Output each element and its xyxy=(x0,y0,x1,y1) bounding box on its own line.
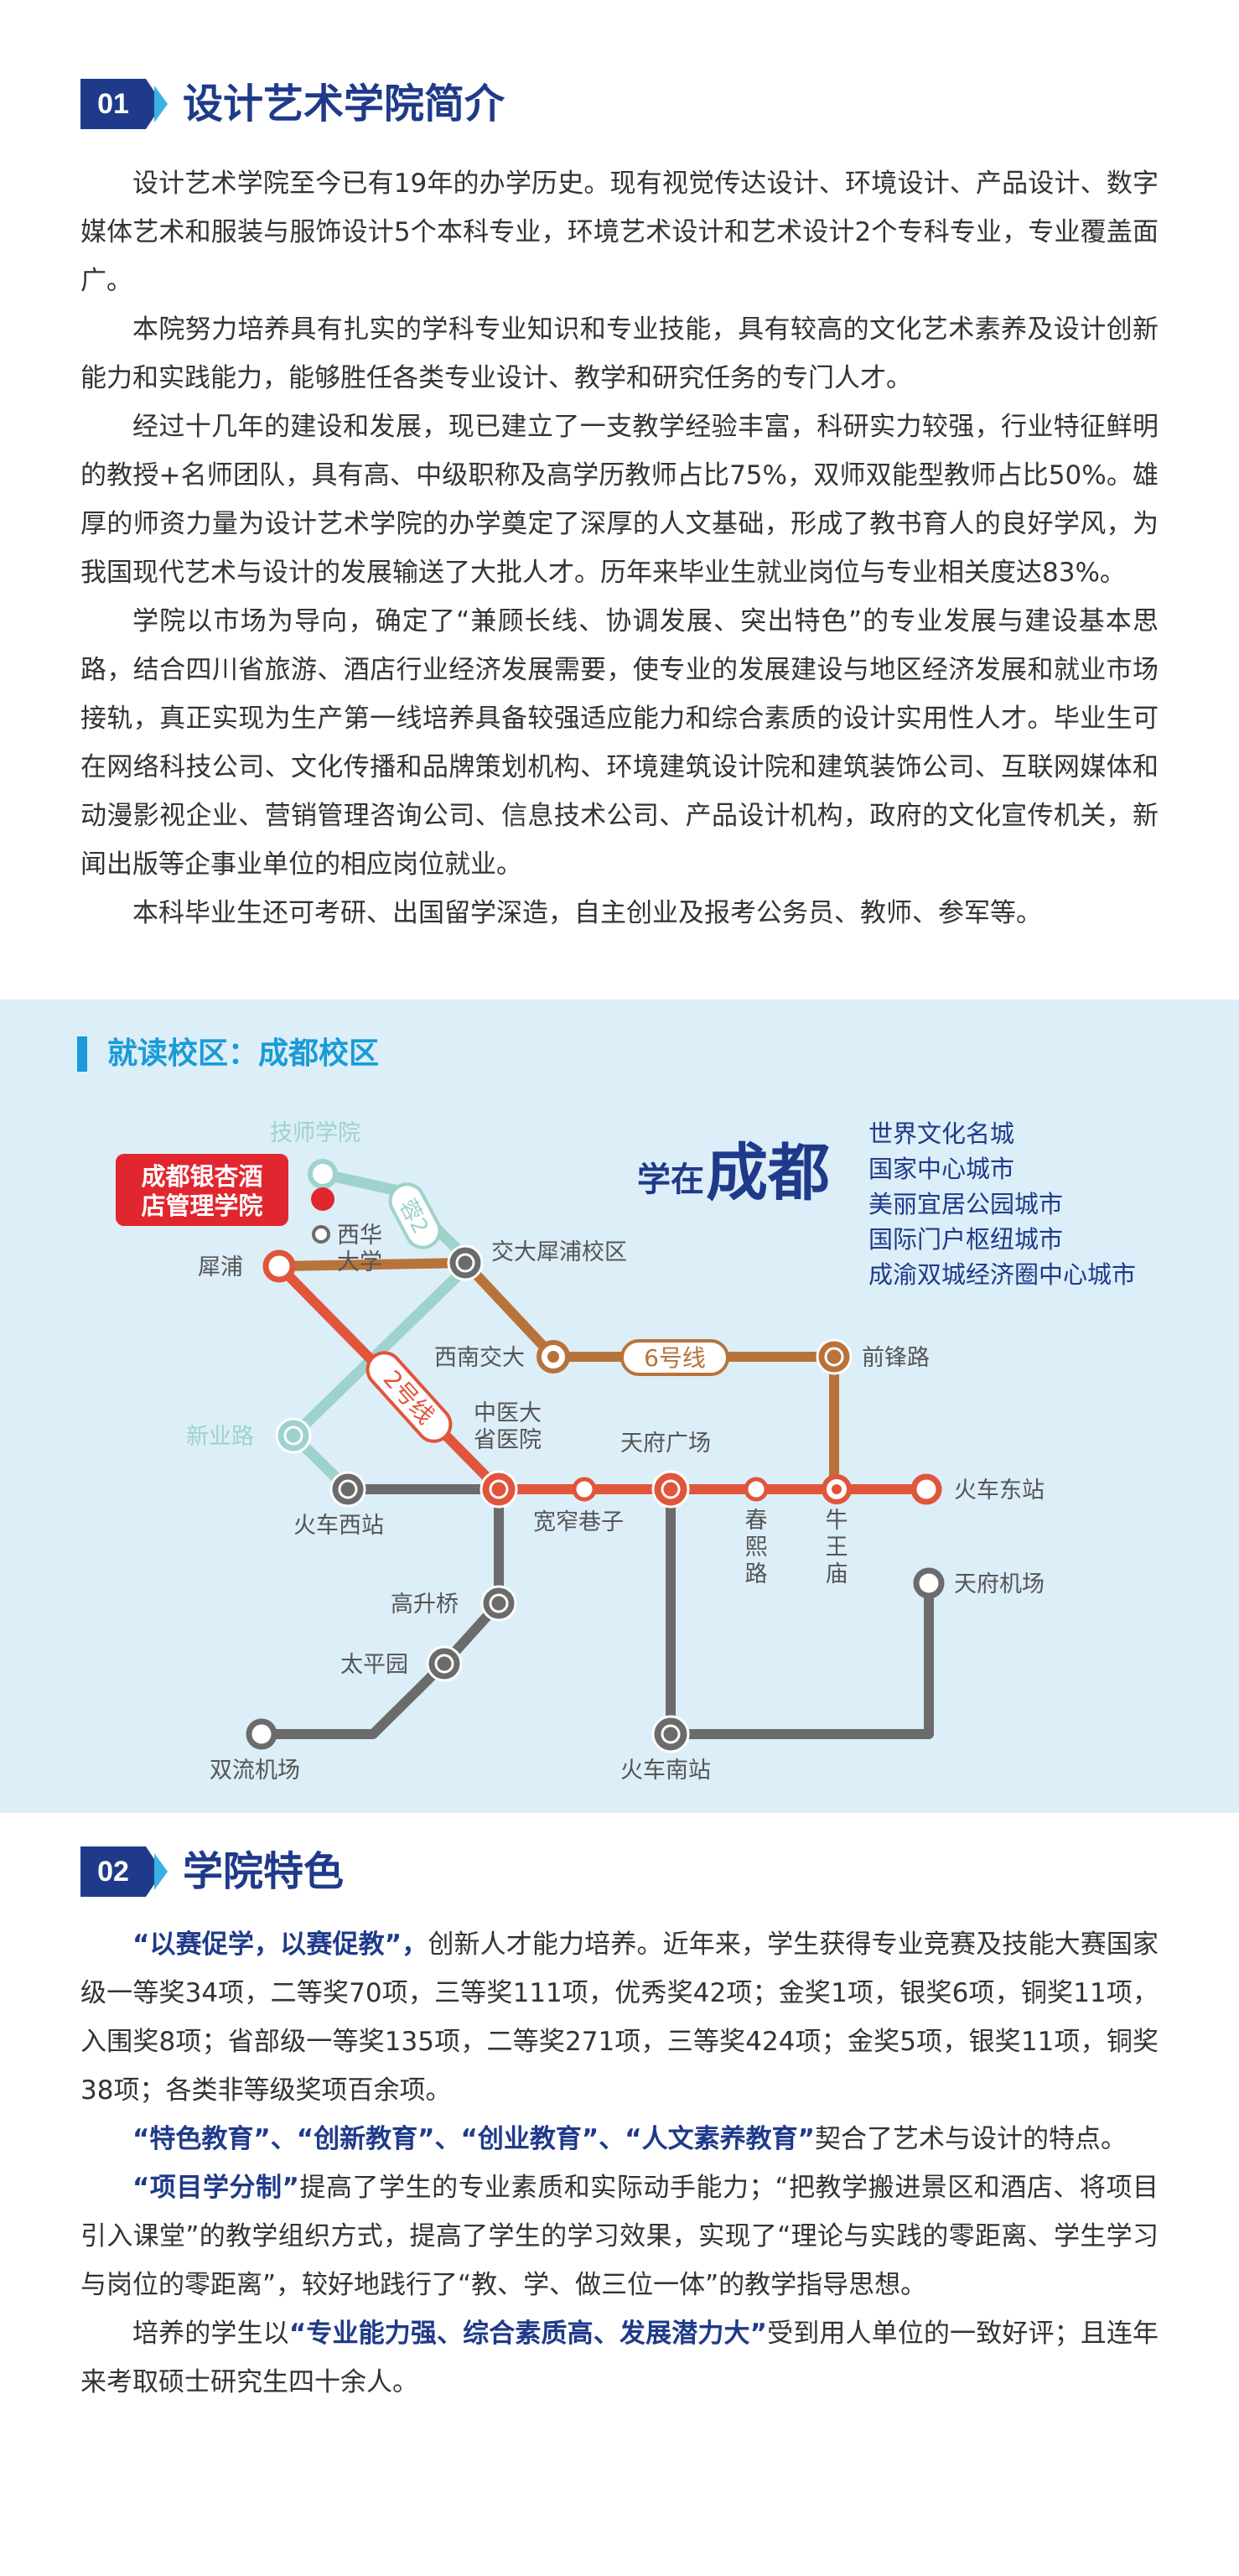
label-huochexi: 火车西站 xyxy=(293,1513,384,1539)
intro-body: 设计艺术学院至今已有19年的办学历史。现有视觉传达设计、环境设计、产品设计、数字… xyxy=(80,159,1159,937)
station-huochenan xyxy=(651,1715,690,1753)
station-chunxi xyxy=(744,1477,769,1502)
feature-highlight: “项目学分制” xyxy=(132,2173,299,2203)
intro-section: 01 设计艺术学院简介 设计艺术学院至今已有19年的办学历史。现有视觉传达设计、… xyxy=(0,0,1239,1000)
city-tag: 国际门户枢纽城市 xyxy=(868,1225,1063,1254)
station-taiping xyxy=(426,1645,463,1682)
feature-paragraph: 培养的学生以“专业能力强、综合素质高、发展潜力大”受到用人单位的一致好评；且连年… xyxy=(80,2309,1159,2407)
label-xinan: 西南交大 xyxy=(434,1345,525,1371)
feature-paragraph: “项目学分制”提高了学生的专业素质和实际动手能力；“把教学搬进景区和酒店、将项目… xyxy=(80,2163,1159,2309)
station-qianfeng xyxy=(816,1338,853,1375)
intro-paragraph: 本科毕业生还可考研、出国留学深造，自主创业及报考公务员、教师、参军等。 xyxy=(132,898,1042,928)
label-zhongyi-2: 省医院 xyxy=(474,1427,542,1453)
features-section: 02 学院特色 “以赛促学，以赛促教”，创新人才能力培养。近年来，学生获得专业竞… xyxy=(0,1813,1239,2576)
station-niuwang xyxy=(822,1474,852,1504)
city-tag: 世界文化名城 xyxy=(868,1119,1014,1148)
campus-title-bar xyxy=(77,1036,87,1072)
station-shuangliu xyxy=(246,1718,277,1750)
feature-text: 培养的学生以 xyxy=(132,2319,289,2349)
label-zhongyi-1: 中医大 xyxy=(474,1400,542,1426)
label-kuanzhai: 宽窄巷子 xyxy=(533,1509,624,1535)
station-xinye xyxy=(275,1417,312,1454)
feature-highlight: “特色教育”、“创新教育”、“创业教育”、“人文素养教育” xyxy=(132,2124,815,2154)
label-niuwang-2: 王 xyxy=(826,1535,848,1561)
intro-paragraph: 学院以市场为导向，确定了“兼顾长线、协调发展、突出特色”的专业发展与建设基本思路… xyxy=(80,606,1159,880)
station-jishi xyxy=(308,1159,338,1189)
feature-text: 受到用人单位的一致好评；且连年来考取硕士研究生四十余人。 xyxy=(80,2319,1159,2397)
campus-section: 蓉2 6号线 2号线 xyxy=(0,1000,1239,1813)
section-title: 学院特色 xyxy=(183,1848,345,1895)
features-body: “以赛促学，以赛促教”，创新人才能力培养。近年来，学生获得专业竞赛及技能大赛国家… xyxy=(80,1920,1159,2407)
line-tag-6-text: 6号线 xyxy=(644,1344,706,1372)
station-kuanzhai xyxy=(572,1477,597,1502)
section-number-badge: 02 xyxy=(80,1846,146,1897)
station-jiaoda xyxy=(447,1244,484,1281)
label-xihua-1: 西华 xyxy=(337,1223,382,1249)
feature-highlight: “以赛促学，以赛促教”， xyxy=(132,1929,428,1960)
metro-line-gray-1 xyxy=(262,1484,504,1739)
section-number-badge: 01 xyxy=(80,79,146,129)
feature-highlight: “专业能力强、综合素质高、发展潜力大” xyxy=(288,2319,767,2349)
label-tianfujichang: 天府机场 xyxy=(954,1571,1045,1597)
station-gaosheng xyxy=(480,1585,517,1622)
label-chunxi-1: 春 xyxy=(745,1508,768,1534)
campus-title-text: 就读校区：成都校区 xyxy=(107,1036,380,1071)
school-marker xyxy=(311,1187,334,1211)
station-zhongyi xyxy=(480,1470,518,1509)
label-niuwang-1: 牛 xyxy=(826,1508,848,1534)
station-tianfujichang xyxy=(913,1567,945,1599)
slogan-prefix: 学在 xyxy=(637,1161,704,1199)
label-huochedong: 火车东站 xyxy=(954,1478,1045,1504)
label-jishi: 技师学院 xyxy=(270,1120,360,1146)
label-tianfu: 天府广场 xyxy=(620,1431,711,1457)
intro-paragraph: 经过十几年的建设和发展，现已建立了一支教学经验丰富，科研实力较强，行业特征鲜明的… xyxy=(80,412,1159,588)
metro-line-teal xyxy=(288,1168,477,1493)
feature-paragraph: “特色教育”、“创新教育”、“创业教育”、“人文素养教育”契合了艺术与设计的特点… xyxy=(80,2115,1159,2163)
school-label-line2: 店管理学院 xyxy=(141,1192,262,1220)
label-xinye: 新业路 xyxy=(186,1424,254,1450)
label-qianfeng: 前锋路 xyxy=(862,1345,930,1371)
station-tianfu xyxy=(651,1470,690,1509)
label-niuwang-3: 庙 xyxy=(826,1561,848,1587)
label-gaosheng: 高升桥 xyxy=(391,1592,459,1618)
city-tag: 国家中心城市 xyxy=(868,1155,1014,1183)
station-xinan xyxy=(537,1340,570,1374)
label-shuangliu: 双流机场 xyxy=(210,1758,300,1784)
city-tag: 成渝双城经济圈中心城市 xyxy=(868,1260,1136,1289)
city-tag: 美丽宜居公园城市 xyxy=(868,1190,1063,1218)
label-xihua-2: 大学 xyxy=(337,1249,382,1275)
badge-arrow-accent-icon xyxy=(154,1853,168,1890)
line-tag-6: 6号线 xyxy=(620,1339,729,1376)
label-chunxi-2: 熙 xyxy=(745,1535,768,1561)
feature-paragraph: “以赛促学，以赛促教”，创新人才能力培养。近年来，学生获得专业竞赛及技能大赛国家… xyxy=(80,1920,1159,2115)
slogan-city: 成都 xyxy=(706,1137,830,1209)
station-xihua xyxy=(312,1225,330,1244)
intro-paragraph: 本院努力培养具有扎实的学科专业知识和专业技能，具有较高的文化艺术素养及设计创新能… xyxy=(80,314,1159,393)
school-label-box xyxy=(116,1154,288,1226)
intro-paragraph: 设计艺术学院至今已有19年的办学历史。现有视觉传达设计、环境设计、产品设计、数字… xyxy=(80,169,1159,296)
label-jiaoda: 交大犀浦校区 xyxy=(491,1239,627,1265)
label-taiping: 太平园 xyxy=(340,1652,408,1678)
station-huochedong xyxy=(910,1473,942,1505)
station-xipu xyxy=(262,1249,296,1283)
metro-line-gray-2 xyxy=(666,1489,934,1739)
feature-text: 创新人才能力培养。近年来，学生获得专业竞赛及技能大赛国家级一等奖34项，二等奖7… xyxy=(80,1929,1159,2106)
feature-text: 提高了学生的专业素质和实际动手能力；“把教学搬进景区和酒店、将项目引入课堂”的教… xyxy=(80,2173,1159,2300)
badge-arrow-accent-icon xyxy=(154,86,168,122)
station-huochexi xyxy=(329,1471,366,1508)
feature-text: 契合了艺术与设计的特点。 xyxy=(815,2124,1127,2154)
school-label-line1: 成都银杏酒 xyxy=(141,1162,262,1191)
section-title: 设计艺术学院简介 xyxy=(183,80,505,127)
label-xipu: 犀浦 xyxy=(198,1254,243,1280)
metro-map: 蓉2 6号线 2号线 xyxy=(116,1119,1136,1784)
line-tag-teal: 蓉2 xyxy=(388,1182,442,1249)
label-huochenan: 火车南站 xyxy=(620,1758,711,1784)
label-chunxi-3: 路 xyxy=(745,1561,768,1587)
